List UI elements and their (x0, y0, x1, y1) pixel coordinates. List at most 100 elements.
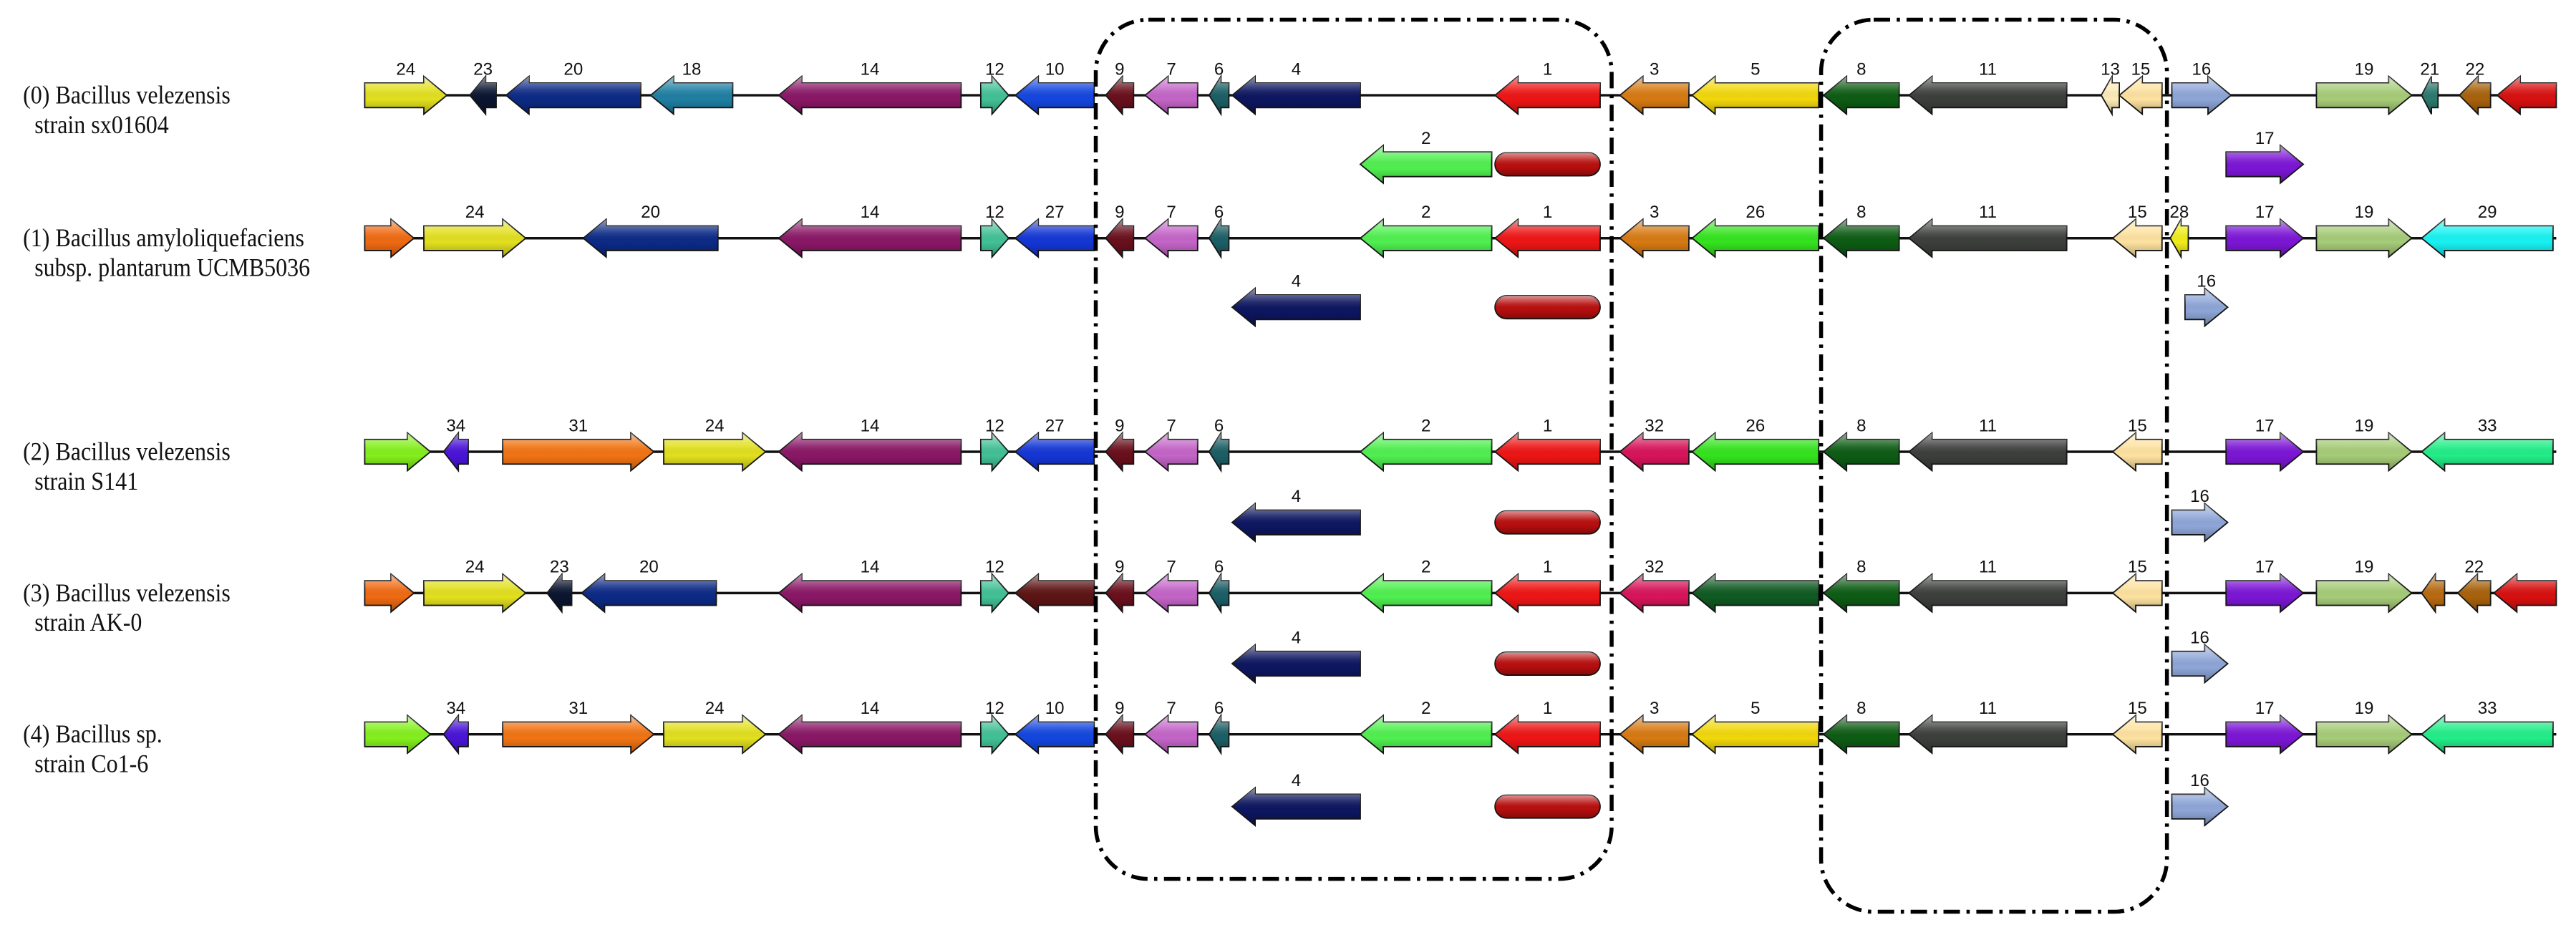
gene-arrow-highlight (2459, 76, 2491, 115)
gene-arrow: 4 (1231, 771, 1361, 828)
gene-number-label: 8 (1856, 699, 1866, 718)
gene-arrow-highlight (443, 432, 468, 471)
gene-arrow-highlight (2171, 788, 2228, 826)
gene-arrow-highlight (1231, 503, 1360, 542)
gene-arrow: 2 (1359, 558, 1493, 614)
gene-number-label: 2 (1421, 416, 1430, 435)
gene-arrow-highlight (2171, 76, 2232, 115)
gene-number-label: 15 (2128, 203, 2147, 222)
gene-arrow: 9 (1105, 203, 1135, 259)
gene-arrow-highlight (2316, 432, 2412, 471)
gene-number-label: 11 (1979, 416, 1997, 435)
gene-number-label: 17 (2255, 129, 2275, 148)
rounded-feature-highlight (1495, 510, 1600, 534)
gene-number-label: 2 (1421, 699, 1430, 718)
gene-number-label: 7 (1166, 558, 1176, 577)
gene-arrow: 23 (469, 59, 497, 117)
gene-arrow: 3 (1619, 699, 1690, 755)
gene-arrow-highlight (1209, 573, 1229, 612)
gene-arrow: 9 (1105, 558, 1135, 614)
gene-arrow: 29 (2420, 203, 2554, 259)
gene-number-label: 29 (2478, 203, 2497, 222)
gene-arrow-highlight (980, 76, 1009, 115)
gene-number-label: 17 (2255, 203, 2275, 222)
gene-arrow-highlight (1692, 76, 1819, 115)
gene-arrow-highlight (2226, 219, 2304, 258)
gene-arrow-highlight (778, 76, 962, 115)
gene-number-label: 11 (1979, 59, 1997, 79)
gene-arrow: 15 (2118, 59, 2163, 116)
gene-number-label: 4 (1292, 771, 1301, 790)
gene-arrow-highlight (424, 573, 526, 612)
strain-detail: strain AK-0 (34, 609, 142, 637)
gene-number-label: 1 (1543, 203, 1552, 222)
gene-arrow: 24 (663, 699, 767, 755)
gene-number-label: 34 (446, 416, 465, 435)
gene-arrow-highlight (1619, 573, 1689, 612)
gene-arrow-highlight (364, 219, 415, 258)
gene-arrow (364, 714, 432, 755)
rounded-feature (1494, 794, 1601, 819)
gene-number-label: 17 (2255, 416, 2275, 435)
gene-arrow: 14 (778, 59, 962, 116)
gene-arrow: 8 (1822, 558, 1900, 614)
gene-arrow: 16 (2171, 628, 2229, 684)
gene-number-label: 16 (2192, 59, 2211, 79)
gene-arrow: 12 (979, 699, 1010, 755)
strain-detail-label: strain Co1-6 (34, 750, 148, 778)
gene-arrow-highlight (1495, 573, 1600, 612)
gene-arrow-highlight (1824, 432, 1899, 471)
gene-number-label: 12 (985, 558, 1004, 577)
gene-number-label: 17 (2255, 699, 2275, 718)
gene-arrow-highlight (1692, 715, 1819, 754)
gene-arrow-highlight (2421, 219, 2553, 258)
strain-label: (4) Bacillus sp. (23, 721, 163, 749)
rounded-feature (1494, 510, 1601, 535)
gene-number-label: 8 (1856, 416, 1866, 435)
conserved-region-box-left (1093, 17, 1614, 881)
gene-number-label: 19 (2355, 203, 2374, 222)
gene-arrow: 32 (1619, 416, 1690, 473)
gene-arrow: 13 (2100, 59, 2121, 117)
gene-number-label: 2 (1421, 558, 1430, 577)
gene-arrow-highlight (503, 432, 654, 471)
gene-number-label: 14 (861, 59, 880, 79)
gene-arrow-highlight (2112, 573, 2162, 612)
gene-number-label: 4 (1292, 487, 1301, 506)
rounded-feature (1494, 651, 1601, 677)
gene-arrow: 9 (1105, 59, 1135, 116)
gene-number-label: 5 (1751, 699, 1760, 718)
gene-arrow-highlight (2112, 715, 2162, 754)
gene-number-label: 10 (1045, 59, 1065, 79)
gene-arrow: 6 (1208, 416, 1230, 473)
gene-arrow (2492, 573, 2557, 614)
gene-number-label: 12 (985, 699, 1004, 718)
gene-number-label: 7 (1166, 416, 1176, 435)
gene-arrow: 6 (1208, 203, 1230, 260)
gene-arrow: 31 (502, 699, 655, 755)
gene-arrow (364, 573, 415, 614)
gene-arrow-highlight (1495, 432, 1600, 471)
gene-number-label: 16 (2190, 628, 2209, 647)
gene-arrow: 1 (1493, 203, 1601, 259)
gene-arrow: 19 (2315, 59, 2413, 116)
gene-number-label: 15 (2128, 416, 2147, 435)
gene-number-label: 6 (1214, 59, 1224, 79)
gene-arrow: 4 (1231, 59, 1361, 116)
gene-arrow: 21 (2420, 59, 2439, 115)
gene-arrow-highlight (664, 715, 766, 754)
gene-number-label: 6 (1214, 558, 1224, 577)
gene-number-label: 26 (1745, 203, 1765, 222)
gene-arrow-highlight (1209, 219, 1229, 258)
gene-arrow: 19 (2315, 699, 2413, 755)
gene-number-label: 1 (1543, 416, 1552, 435)
gene-arrow: 19 (2315, 203, 2413, 259)
gene-arrow-highlight (424, 219, 526, 258)
gene-arrow-highlight (2457, 573, 2491, 612)
strain-detail: strain S141 (34, 468, 138, 495)
gene-arrow-highlight (980, 573, 1009, 612)
gene-arrow-highlight (2226, 573, 2304, 612)
